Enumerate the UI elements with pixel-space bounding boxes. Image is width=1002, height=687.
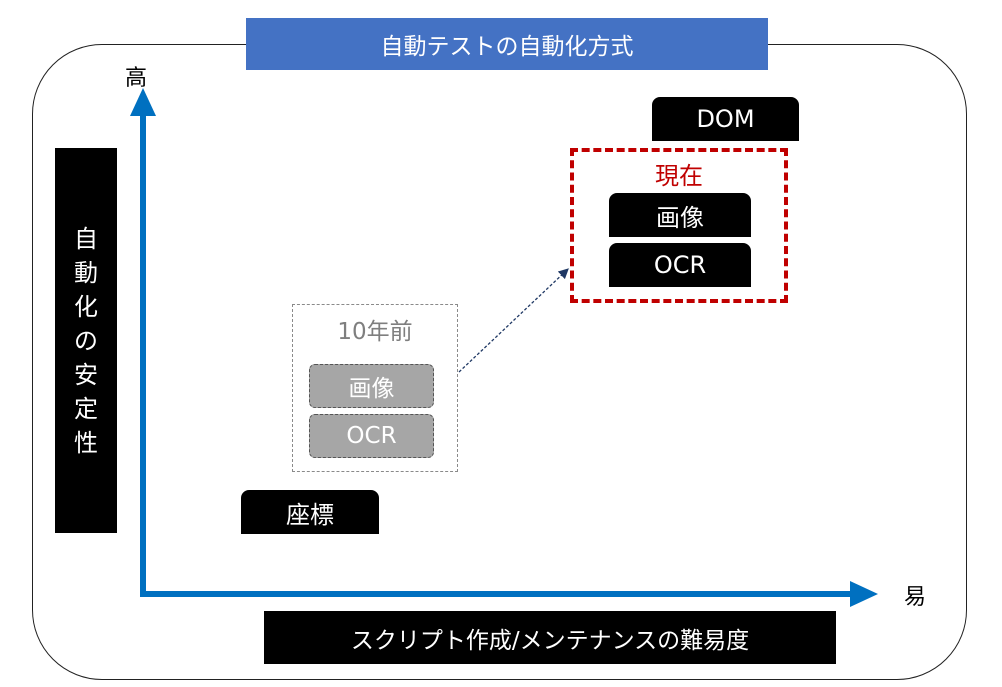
x-axis-label: スクリプト作成/メンテナンスの難易度 [264,611,836,664]
past-image-node: 画像 [309,364,434,408]
past-group [292,304,458,472]
y-axis-char: 安 [74,360,98,389]
x-axis-arrowhead [850,581,878,607]
current-ocr-node: OCR [609,243,751,287]
y-axis-high-label: 高 [125,66,148,91]
current-group [570,148,788,303]
y-axis-label: 自 動 化 の 安 定 性 [55,148,117,533]
diagram-title: 自動テストの自動化方式 [246,18,768,70]
y-axis-char: 化 [74,292,98,321]
current-image-node: 画像 [609,193,751,237]
past-label: 10年前 [337,319,413,345]
x-axis-easy-label: 易 [904,585,927,610]
node-coordinates: 座標 [241,490,379,534]
y-axis-char: 性 [74,428,98,457]
y-axis-char: の [74,326,98,355]
past-ocr-node: OCR [309,414,434,458]
y-axis-char: 自 [74,224,98,253]
progress-arrow [458,268,569,373]
y-axis-arrowhead [130,88,156,116]
node-dom: DOM [652,97,799,141]
current-label: 現在 [655,162,703,190]
y-axis-char: 動 [74,258,98,287]
y-axis-char: 定 [74,394,98,423]
